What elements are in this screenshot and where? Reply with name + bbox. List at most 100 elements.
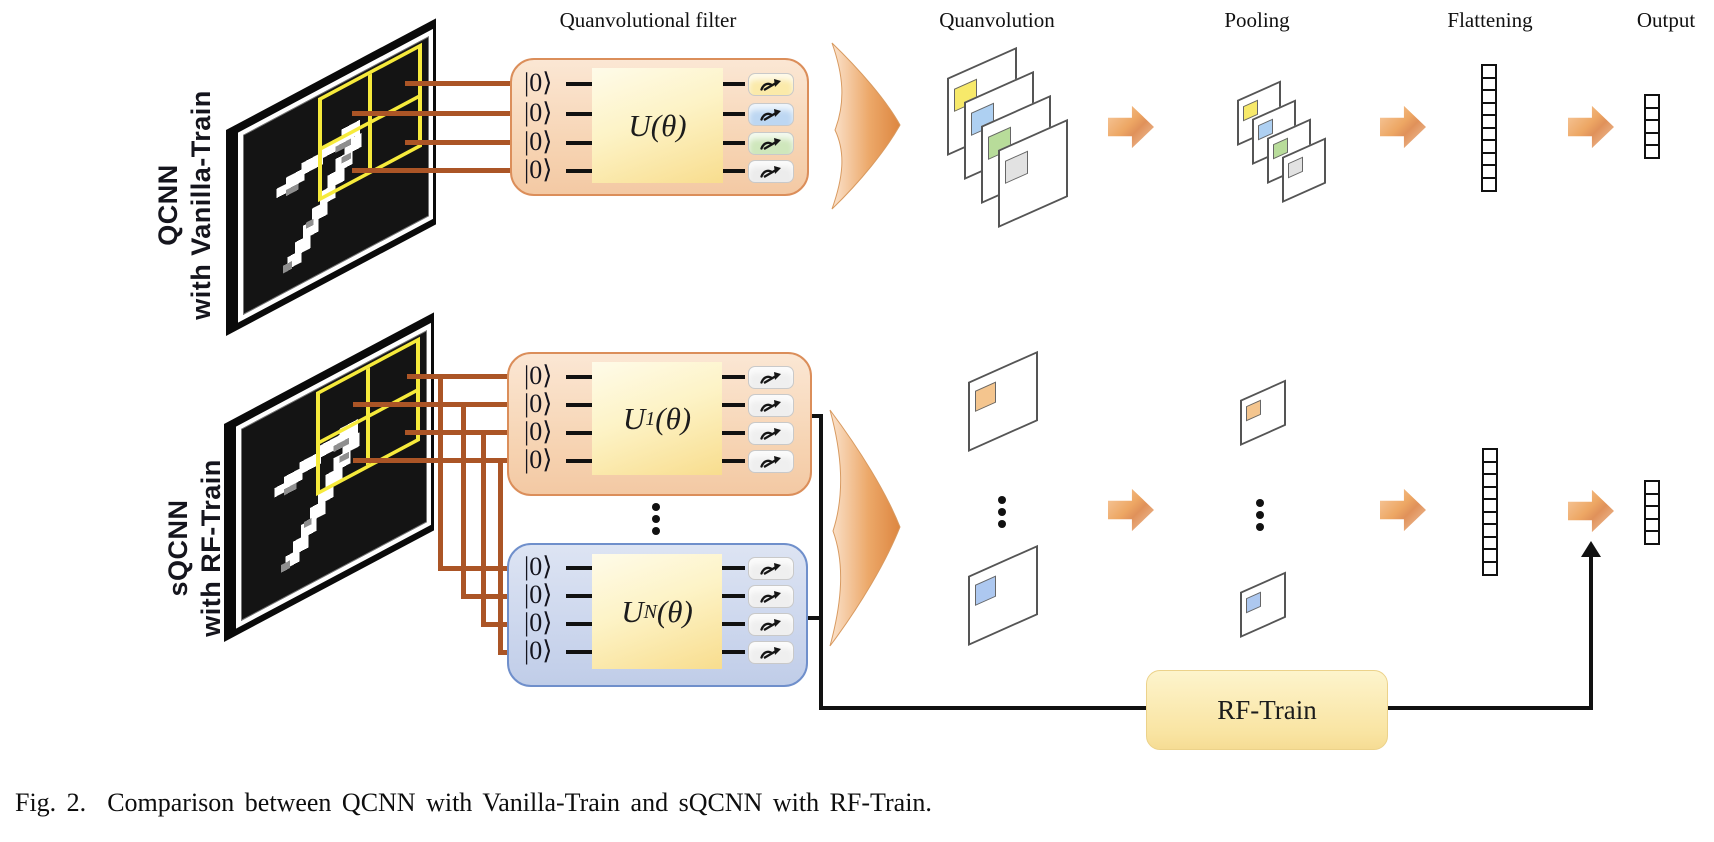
measurement-gauge-icon: [748, 366, 794, 389]
ket-zero: |0⟩: [524, 389, 553, 418]
gate-label: U: [622, 400, 646, 436]
row-label-qcnn-line2: with Vanilla-Train: [186, 90, 216, 320]
qubit-wire: [723, 141, 745, 145]
image-frame: [236, 322, 431, 629]
output-vector: [1644, 480, 1660, 545]
qubit-wire: [722, 431, 745, 435]
measurement-gauge-icon: [748, 557, 794, 580]
ket-zero: |0⟩: [524, 608, 553, 637]
qubit-wire: [566, 169, 592, 173]
input-wire: [405, 140, 517, 145]
flattening-vector: [1482, 448, 1498, 576]
measurement-gauge-icon: [748, 73, 794, 96]
qubit-wire: [722, 566, 745, 570]
pooled-map: [1240, 379, 1286, 446]
measurement-gauge-icon: [748, 394, 794, 417]
dot: [1256, 511, 1264, 519]
qubit-wire: [566, 459, 592, 463]
ket-zero: |0⟩: [524, 68, 553, 97]
channel-patch-gray: [1288, 156, 1303, 179]
dot: [652, 503, 660, 511]
qubit-wire: [722, 459, 745, 463]
block-arrow-icon: [1108, 105, 1154, 149]
mnist-digit-image-bottom: [224, 312, 434, 642]
gate-arg: (θ): [656, 593, 693, 629]
input-wire: [461, 594, 517, 599]
ket-zero: |0⟩: [524, 361, 553, 390]
feedback-line: [1383, 706, 1593, 710]
measurement-gauge-icon: [748, 450, 794, 473]
header-quanvolutional-filter: Quanvolutional filter: [559, 8, 737, 32]
qubit-wire: [566, 566, 592, 570]
figure-caption: Fig. 2. Comparison between QCNN with Van…: [15, 788, 932, 818]
input-wire: [407, 374, 517, 379]
ellipsis-icon: [1256, 499, 1264, 531]
digit-canvas: [243, 36, 429, 315]
header-quanvolution: Quanvolution: [939, 8, 1055, 32]
row-label-qcnn-line1: QCNN: [153, 164, 183, 246]
block-arrow-icon: [1568, 489, 1614, 533]
digit-7-pixels: [276, 119, 362, 274]
block-arrow-icon: [1380, 105, 1426, 149]
channel-patch-gray: [1005, 150, 1028, 184]
input-wire: [352, 168, 517, 173]
channel-patch-blue: [975, 575, 996, 606]
digit-canvas: [241, 330, 427, 621]
block-arrow-icon: [1108, 488, 1154, 532]
qubit-wire: [722, 403, 745, 407]
measurement-gauge-icon: [748, 641, 794, 664]
qubit-wire: [722, 594, 745, 598]
feedback-line: [795, 616, 821, 620]
header-output: Output: [1636, 8, 1696, 32]
flattening-vector: [1481, 64, 1497, 192]
input-wire: [438, 566, 517, 571]
pooled-map: [1240, 571, 1286, 638]
qubit-wire: [566, 82, 592, 86]
qubit-wire: [566, 622, 592, 626]
caption-text: Comparison between QCNN with Vanilla-Tra…: [107, 788, 932, 817]
vector-cell: [1644, 144, 1660, 159]
row-label-qcnn: QCNN with Vanilla-Train: [145, 45, 225, 365]
ket-zero: |0⟩: [524, 155, 553, 184]
measurement-gauge-icon: [748, 422, 794, 445]
ket-zero: |0⟩: [524, 636, 553, 665]
dot: [1256, 499, 1264, 507]
dot: [652, 527, 660, 535]
ket-zero: |0⟩: [524, 445, 553, 474]
digit-7-pixels: [274, 419, 360, 574]
caption-label: Fig. 2.: [15, 788, 87, 817]
dot: [998, 496, 1006, 504]
input-wire: [353, 458, 517, 463]
measurement-gauge-icon: [748, 132, 794, 155]
input-wire: [481, 622, 517, 627]
branch-wire-vertical: [498, 458, 503, 655]
vector-cell: [1482, 560, 1498, 576]
qubit-wire: [566, 403, 592, 407]
dot: [652, 515, 660, 523]
qubit-wire: [566, 141, 592, 145]
feedback-line: [819, 414, 823, 710]
row-label-sqcnn-line1: sQCNN: [163, 499, 193, 597]
ket-zero: |0⟩: [524, 552, 553, 581]
vector-cell: [1644, 530, 1660, 545]
block-arrow-icon: [1380, 488, 1426, 532]
gate-label: U: [628, 107, 651, 143]
qubit-wire: [722, 375, 745, 379]
qubit-wire: [566, 375, 592, 379]
qubit-wire: [723, 112, 745, 116]
qubit-wire: [566, 594, 592, 598]
header-flattening: Flattening: [1447, 8, 1533, 32]
feedback-line: [1589, 555, 1593, 710]
feedback-line: [819, 706, 1149, 710]
feature-map: [968, 350, 1038, 452]
feature-map: [968, 544, 1038, 646]
measurement-gauge-icon: [748, 613, 794, 636]
input-wire: [352, 111, 517, 116]
branch-wire-vertical: [461, 402, 466, 599]
ket-zero: |0⟩: [524, 98, 553, 127]
input-wire: [405, 81, 517, 86]
measurement-gauge-icon: [748, 585, 794, 608]
qubit-wire: [566, 650, 592, 654]
